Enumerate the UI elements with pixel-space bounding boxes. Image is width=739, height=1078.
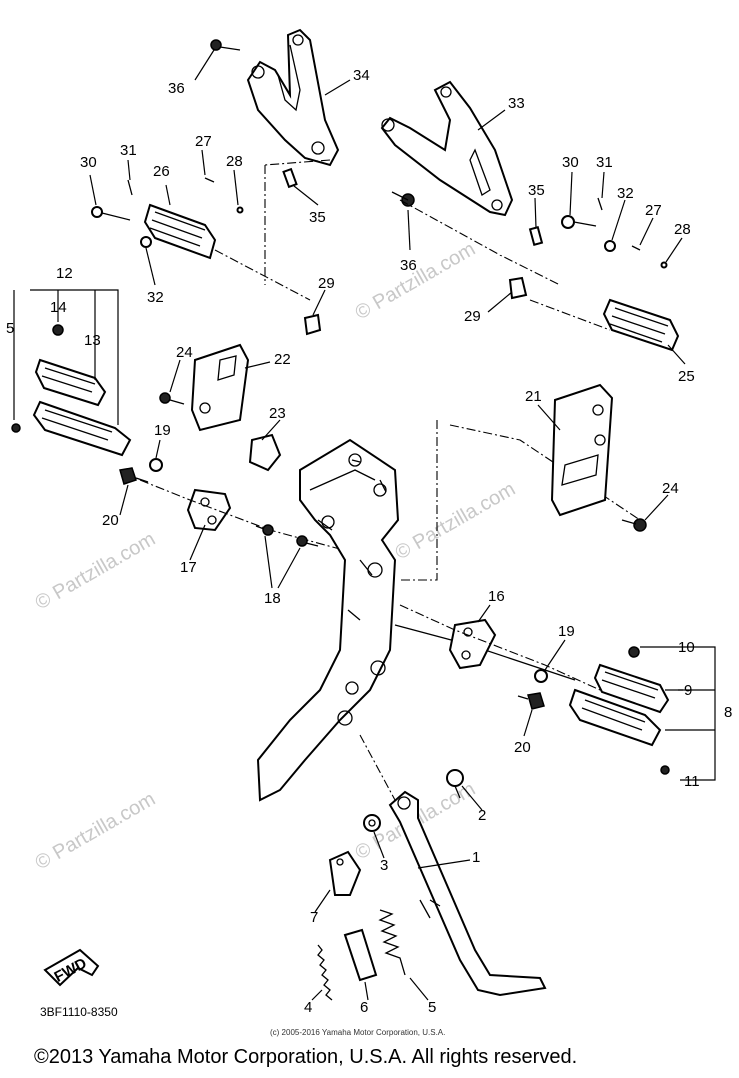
callout-28-right: 28: [674, 221, 691, 238]
callout-36-upper-left: 36: [168, 80, 185, 97]
stand-bolt-2: [446, 769, 464, 799]
stand-nut-3: [363, 814, 381, 832]
clip-left: [248, 433, 282, 472]
front-footrest-right-assembly: [568, 646, 716, 781]
watermark-1: © Partzilla.com: [352, 238, 480, 324]
callout-33: 33: [508, 95, 525, 112]
bolt-36b: [391, 191, 415, 207]
small-parts-left-rear: [91, 177, 244, 248]
stand-bracket-7: [328, 850, 362, 896]
side-stand: [359, 734, 547, 997]
front-bracket-left: [139, 479, 381, 561]
bolt-20a: [119, 467, 149, 485]
callout-29-left: 29: [318, 275, 335, 292]
callout-5-bottom: 5: [428, 999, 436, 1016]
pin-35a: [282, 167, 298, 189]
callout-11: 11: [684, 773, 700, 790]
bolt-20b: [517, 692, 545, 710]
callout-12: 12: [56, 265, 73, 282]
bolt-24b: [621, 518, 647, 532]
frame: [256, 420, 641, 802]
callout-19-right: 19: [558, 623, 575, 640]
bolt-24a: [159, 392, 185, 405]
small-copyright: (c) 2005-2016 Yamaha Motor Corporation, …: [270, 1028, 446, 1037]
callout-9: 9: [684, 682, 692, 699]
stand-spring-5: [378, 909, 406, 976]
callout-16: 16: [488, 588, 505, 605]
callout-20-left: 20: [102, 512, 119, 529]
footer-copyright: ©2013 Yamaha Motor Corporation, U.S.A. A…: [34, 1046, 578, 1068]
callout-5-left: 5: [6, 320, 14, 337]
callout-8: 8: [724, 704, 732, 721]
heel-plate-left: [190, 343, 250, 432]
front-bracket-right: [399, 604, 601, 691]
callout-17: 17: [180, 559, 197, 576]
callout-10: 10: [678, 639, 695, 656]
callout-leaders: [89, 49, 686, 1001]
front-footrest-left-assembly: [11, 289, 132, 457]
rear-footrest-bracket-right: [380, 80, 514, 217]
center-line-1: [264, 159, 331, 285]
heel-plate-right: [550, 383, 614, 517]
callout-3: 3: [380, 857, 388, 874]
callout-18: 18: [264, 590, 281, 607]
callout-34: 34: [353, 67, 370, 84]
stand-spacer-6: [343, 928, 378, 982]
callout-32-left: 32: [147, 289, 164, 306]
collar-29a: [303, 313, 322, 336]
callout-4: 4: [304, 999, 312, 1016]
washer-19a: [149, 458, 163, 472]
callout-26: 26: [153, 163, 170, 180]
bolt-36a: [210, 39, 241, 51]
watermark-2: © Partzilla.com: [32, 528, 160, 614]
small-parts-right-rear: [561, 197, 668, 269]
callout-32-right: 32: [617, 185, 634, 202]
callout-27-right: 27: [645, 202, 662, 219]
callout-20-right: 20: [514, 739, 531, 756]
washer-19b: [534, 669, 548, 683]
callout-7: 7: [310, 909, 318, 926]
callout-24-left: 24: [176, 344, 193, 361]
callout-13: 13: [84, 332, 101, 349]
callout-30-right: 30: [562, 154, 579, 171]
collar-29b: [508, 276, 528, 300]
watermark-3: © Partzilla.com: [392, 478, 520, 564]
watermark-4: © Partzilla.com: [32, 788, 160, 874]
pin-35b: [528, 226, 544, 246]
rear-footrest-left: [143, 203, 311, 301]
rear-footrest-right: [399, 199, 680, 352]
callout-22: 22: [274, 351, 291, 368]
callout-21: 21: [525, 388, 542, 405]
callout-6: 6: [360, 999, 368, 1016]
callout-31-right: 31: [596, 154, 613, 171]
callout-numbers: 36 34 33 27 28 30 31 26 35 30 31 35 32 2…: [6, 67, 732, 1016]
diagram-code: 3BF1110-8350: [40, 1005, 118, 1019]
bolts-18: [255, 524, 319, 547]
callout-25: 25: [678, 368, 695, 385]
callout-24-right: 24: [662, 480, 679, 497]
callout-28-left: 28: [226, 153, 243, 170]
callout-14: 14: [50, 299, 67, 316]
fwd-arrow: FWD: [43, 948, 100, 987]
callout-29-right: 29: [464, 308, 481, 325]
rear-footrest-bracket-left: [246, 28, 340, 167]
stand-spring-4: [317, 944, 333, 1001]
callout-35-right: 35: [528, 182, 545, 199]
callout-23: 23: [269, 405, 286, 422]
callout-36-right: 36: [400, 257, 417, 274]
callout-19-left: 19: [154, 422, 171, 439]
callout-35-left: 35: [309, 209, 326, 226]
callout-27-left: 27: [195, 133, 212, 150]
callout-31-left: 31: [120, 142, 137, 159]
callout-1: 1: [472, 849, 480, 866]
callout-30-left: 30: [80, 154, 97, 171]
callout-2: 2: [478, 807, 486, 824]
